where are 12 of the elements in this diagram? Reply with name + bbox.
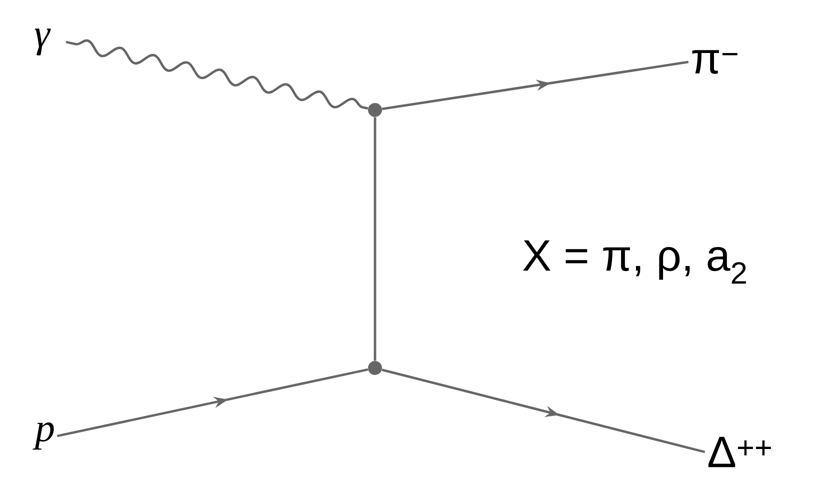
arrow: [56, 368, 368, 438]
particle-label: π$^{−}$: [692, 50, 738, 74]
propagator-line: [374, 117, 376, 361]
particle-label: p: [32, 422, 54, 450]
arrow: [382, 60, 689, 110]
wavy-line: [66, 39, 368, 110]
arrow: [382, 368, 706, 454]
vertex-dot: [368, 103, 382, 117]
edge-label: X = π, ρ, a$_{2}$: [520, 238, 750, 286]
particle-label: Δ$^{++}$: [708, 436, 771, 468]
particle-label: γ: [34, 28, 51, 56]
vertex-dot: [368, 361, 382, 375]
